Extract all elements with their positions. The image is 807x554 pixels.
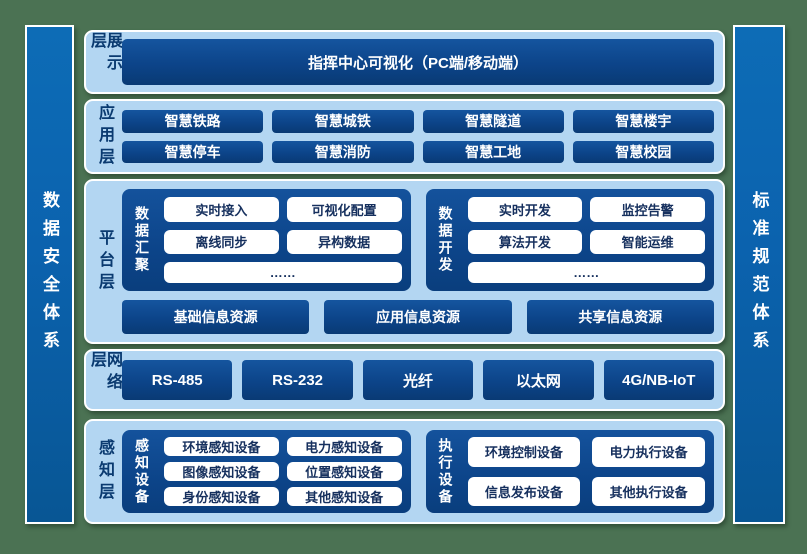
app-box-smart-building: 智慧楼宇: [572, 110, 714, 133]
app-box-smart-fire: 智慧消防: [272, 140, 414, 163]
app-box-smart-campus: 智慧校园: [572, 140, 714, 163]
layer-network-content: RS-485 RS-232 光纤 以太网 4G/NB-IoT: [122, 351, 723, 409]
capability-more-aggregation: ……: [164, 262, 402, 283]
device-image-sensing: 图像感知设备: [164, 462, 279, 481]
capability-realtime-access: 实时接入: [164, 197, 279, 222]
resource-application-info: 应用信息资源: [324, 300, 512, 334]
pillar-standards: 标准规范体系: [733, 25, 785, 524]
group-data-aggregation-grid: 实时接入 可视化配置 离线同步 异构数据 ……: [164, 197, 402, 283]
group-data-aggregation-label: 数据汇聚: [134, 206, 150, 274]
capability-monitor-alert: 监控告警: [590, 197, 705, 222]
group-sensing-devices: 感知设备 环境感知设备 电力感知设备 图像感知设备 位置感知设备 身份感知设备 …: [122, 430, 411, 513]
device-location-sensing: 位置感知设备: [286, 462, 402, 481]
app-box-smart-parking: 智慧停车: [122, 140, 264, 163]
device-info-publish: 信息发布设备: [467, 476, 581, 506]
capability-realtime-dev: 实时开发: [467, 197, 583, 222]
platform-resources-row: 基础信息资源 应用信息资源 共享信息资源: [122, 300, 714, 334]
capability-more-development: ……: [467, 262, 705, 283]
layer-network: 网络层 RS-485 RS-232 光纤 以太网 4G/NB-IoT: [84, 349, 725, 411]
layer-platform-label: 平台层: [96, 228, 113, 295]
group-data-development-label-wrap: 数据开发: [434, 197, 458, 283]
layer-display-content: 指挥中心可视化（PC端/移动端）: [122, 32, 723, 92]
group-data-development: 数据开发 实时开发 监控告警 算法开发 智能运维 ……: [425, 189, 714, 291]
layer-application-content: 智慧铁路 智慧城铁 智慧隧道 智慧楼宇 智慧停车 智慧消防 智慧工地 智慧校园: [122, 101, 723, 172]
device-identity-sensing: 身份感知设备: [164, 487, 279, 506]
device-env-sensing: 环境感知设备: [164, 437, 279, 456]
display-command-center-box: 指挥中心可视化（PC端/移动端）: [122, 39, 714, 85]
layer-platform-content: 数据汇聚 实时接入 可视化配置 离线同步 异构数据 …… 数据开发: [122, 181, 723, 342]
layer-application: 应用层 智慧铁路 智慧城铁 智慧隧道 智慧楼宇 智慧停车 智慧消防 智慧工地 智…: [84, 99, 725, 174]
capability-visual-config: 可视化配置: [286, 197, 402, 222]
network-box-fiber: 光纤: [362, 360, 474, 400]
layer-application-label: 应用层: [96, 103, 113, 170]
capability-algorithm-dev: 算法开发: [467, 229, 583, 255]
group-actuator-devices-label: 执行设备: [437, 437, 454, 506]
app-box-smart-metro: 智慧城铁: [272, 110, 414, 133]
device-env-control: 环境控制设备: [467, 437, 581, 467]
layer-perception-label-wrap: 感知层: [86, 421, 122, 522]
network-box-4g-nbiot: 4G/NB-IoT: [603, 360, 714, 400]
resource-basic-info: 基础信息资源: [122, 300, 310, 334]
layer-perception-content: 感知设备 环境感知设备 电力感知设备 图像感知设备 位置感知设备 身份感知设备 …: [122, 421, 723, 522]
device-power-actuator: 电力执行设备: [592, 437, 705, 467]
network-box-rs485: RS-485: [122, 360, 233, 400]
layer-network-label: 网络层: [88, 351, 121, 395]
layer-platform: 平台层 数据汇聚 实时接入 可视化配置 离线同步 异构数据 ……: [84, 179, 725, 344]
layer-perception: 感知层 感知设备 环境感知设备 电力感知设备 图像感知设备 位置感知设备 身份感…: [84, 419, 725, 524]
layer-perception-label: 感知层: [96, 438, 113, 505]
capability-intelligent-ops: 智能运维: [590, 229, 705, 255]
platform-groups-row: 数据汇聚 实时接入 可视化配置 离线同步 异构数据 …… 数据开发: [122, 189, 714, 291]
resource-shared-info: 共享信息资源: [526, 300, 714, 334]
device-power-sensing: 电力感知设备: [286, 437, 402, 456]
layer-display-label: 展示层: [88, 32, 121, 76]
group-sensing-devices-label: 感知设备: [134, 437, 150, 506]
group-sensing-devices-grid: 环境感知设备 电力感知设备 图像感知设备 位置感知设备 身份感知设备 其他感知设…: [164, 437, 402, 506]
device-other-actuator: 其他执行设备: [592, 476, 705, 506]
network-box-rs232: RS-232: [242, 360, 353, 400]
pillar-standards-label: 标准规范体系: [749, 190, 769, 359]
app-box-smart-tunnel: 智慧隧道: [422, 110, 564, 133]
layer-application-label-wrap: 应用层: [86, 101, 122, 172]
capability-offline-sync: 离线同步: [164, 229, 279, 255]
group-data-development-grid: 实时开发 监控告警 算法开发 智能运维 ……: [467, 197, 705, 283]
layer-platform-label-wrap: 平台层: [86, 181, 122, 342]
group-actuator-devices-grid: 环境控制设备 电力执行设备 信息发布设备 其他执行设备: [467, 437, 705, 506]
pillar-data-security-label: 数据安全体系: [40, 190, 59, 359]
layer-display-label-wrap: 展示层: [86, 32, 122, 92]
network-box-ethernet: 以太网: [483, 360, 594, 400]
layer-network-label-wrap: 网络层: [86, 351, 122, 409]
layer-display: 展示层 指挥中心可视化（PC端/移动端）: [84, 30, 725, 94]
group-sensing-devices-label-wrap: 感知设备: [130, 437, 154, 506]
capability-heterogeneous-data: 异构数据: [286, 229, 402, 255]
group-data-development-label: 数据开发: [437, 206, 454, 274]
device-other-sensing: 其他感知设备: [286, 487, 402, 506]
group-data-aggregation-label-wrap: 数据汇聚: [130, 197, 154, 283]
pillar-data-security: 数据安全体系: [25, 25, 74, 524]
group-actuator-devices: 执行设备 环境控制设备 电力执行设备 信息发布设备 其他执行设备: [425, 430, 714, 513]
app-box-smart-railway: 智慧铁路: [122, 110, 264, 133]
group-actuator-devices-label-wrap: 执行设备: [434, 437, 458, 506]
group-data-aggregation: 数据汇聚 实时接入 可视化配置 离线同步 异构数据 ……: [122, 189, 411, 291]
app-box-smart-construction: 智慧工地: [422, 140, 564, 163]
